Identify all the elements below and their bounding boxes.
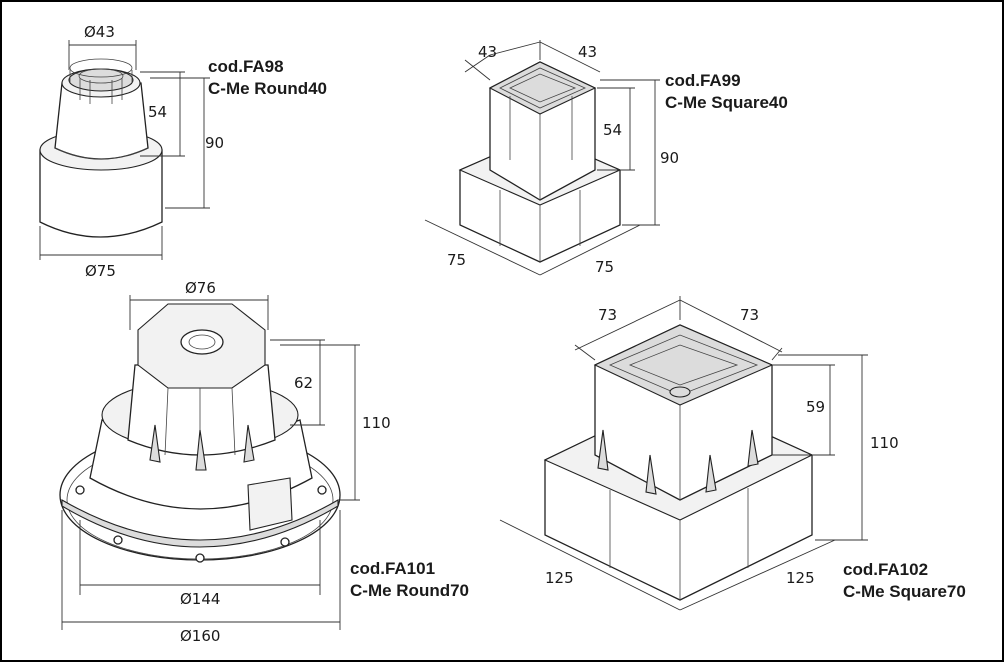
fa99-base-right: 75 xyxy=(595,258,614,276)
fa99-dimensions xyxy=(424,40,660,276)
fa99-base-left: 75 xyxy=(447,251,466,269)
fa99-code: cod.FA99 xyxy=(665,71,741,90)
fa102-top-right: 73 xyxy=(740,306,759,324)
fa99-top-left: 43 xyxy=(478,43,497,61)
fa102-name: C-Me Square70 xyxy=(843,582,966,601)
fa99-total-height: 90 xyxy=(660,149,679,167)
fa101-total-height: 110 xyxy=(362,414,391,432)
fa99-inner-height: 54 xyxy=(603,121,622,139)
fa98-base-diameter: Ø75 xyxy=(85,262,116,280)
fa102-inner-height: 59 xyxy=(806,398,825,416)
fa99-name: C-Me Square40 xyxy=(665,93,788,112)
fa102-top-left: 73 xyxy=(598,306,617,324)
fa102-code: cod.FA102 xyxy=(843,560,928,579)
fa102-dimensions xyxy=(499,296,868,611)
fa101-flange-diameter: Ø160 xyxy=(180,627,220,645)
fa98-top-diameter: Ø43 xyxy=(84,23,115,41)
fa101-inner-height: 62 xyxy=(294,374,313,392)
fa98-total-height: 90 xyxy=(205,134,224,152)
fa102-base-right: 125 xyxy=(786,569,815,587)
fa98-name: C-Me Round40 xyxy=(208,79,327,98)
fa99-drawing xyxy=(458,61,622,263)
fa98-drawing xyxy=(39,58,163,238)
fa102-total-height: 110 xyxy=(870,434,899,452)
fa98-dimensions xyxy=(39,40,210,260)
fa99-top-right: 43 xyxy=(578,43,597,61)
fa101-base-diameter: Ø144 xyxy=(180,590,220,608)
fa98-inner-height: 54 xyxy=(148,103,167,121)
fa102-drawing xyxy=(543,324,814,601)
fa98-code: cod.FA98 xyxy=(208,57,284,76)
fa102-base-left: 125 xyxy=(545,569,574,587)
fa101-name: C-Me Round70 xyxy=(350,581,469,600)
fa101-drawing xyxy=(59,303,341,563)
fa101-code: cod.FA101 xyxy=(350,559,435,578)
fa101-dimensions xyxy=(61,295,360,630)
fa101-top-diameter: Ø76 xyxy=(185,279,216,297)
